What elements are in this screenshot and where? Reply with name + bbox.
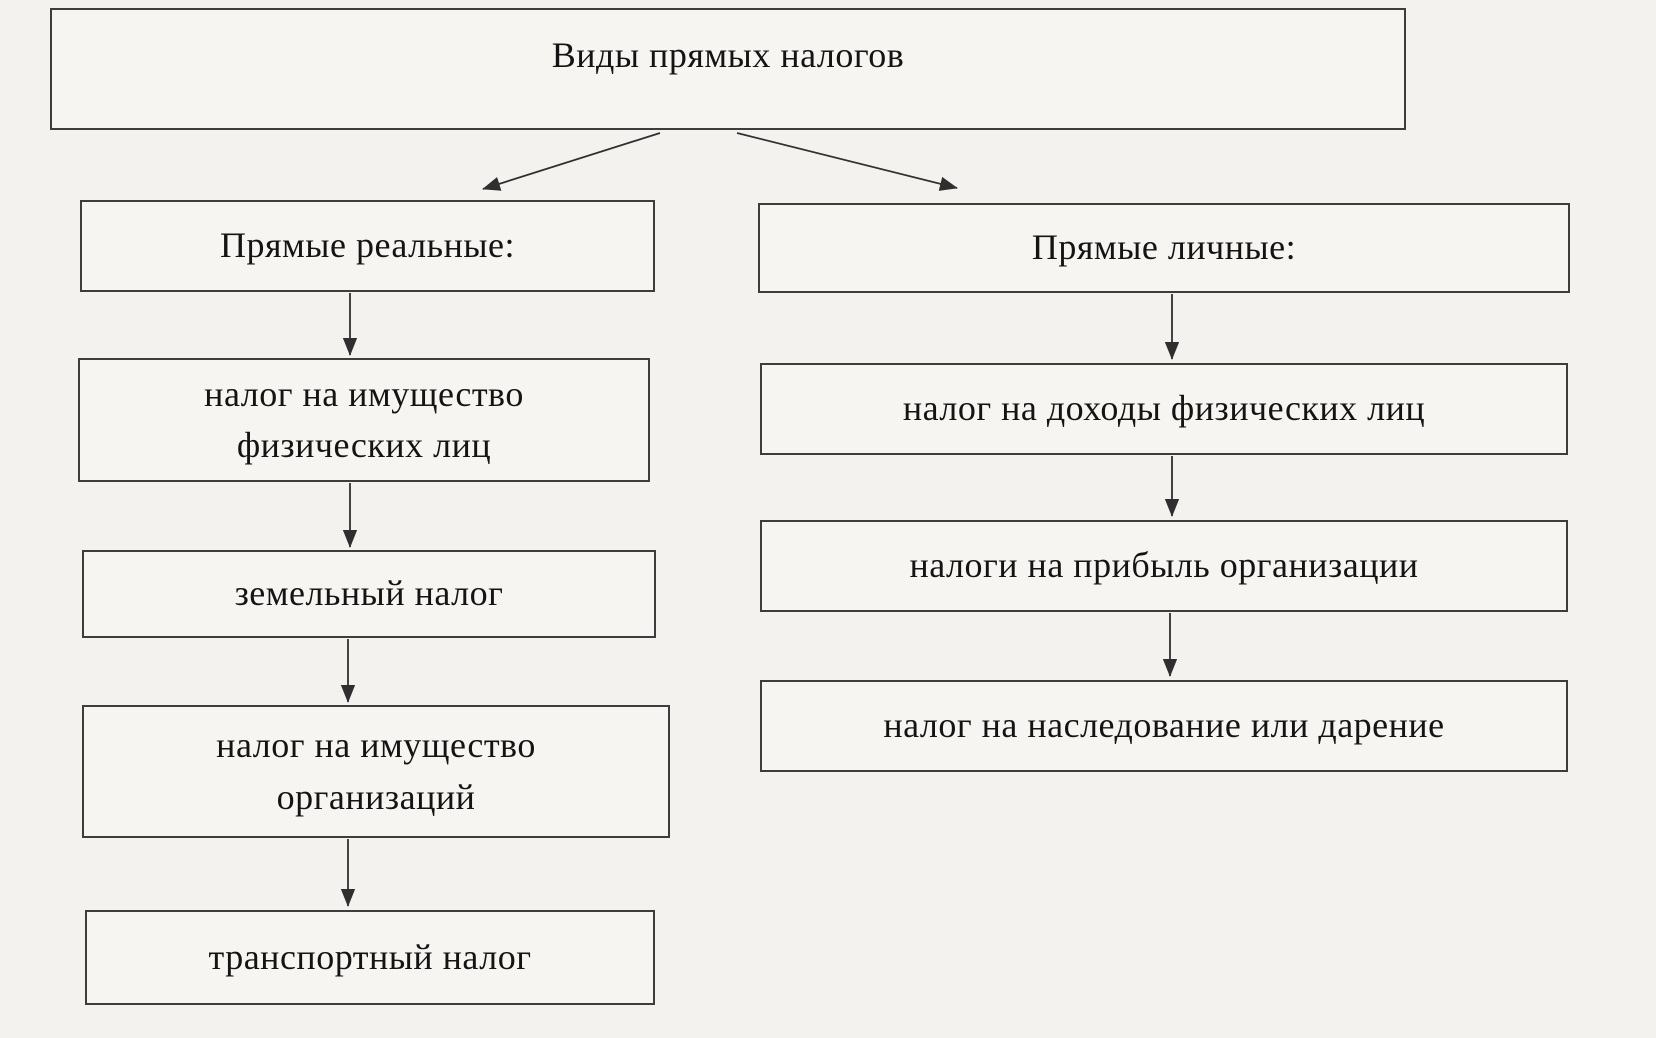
node-transport-tax-label: транспортный налог (208, 936, 532, 977)
node-personal-income-tax-label: налог на доходы физических лиц (902, 388, 1426, 429)
node-personal-income-tax: налог на доходы физических лиц (760, 363, 1568, 455)
node-property-tax-organizations-label: налог на имущество организаций (216, 725, 536, 817)
node-transport-tax: транспортный налог (85, 910, 655, 1005)
node-direct-personal-header: Прямые личные: (758, 203, 1570, 293)
node-corporate-profit-tax: налоги на прибыль организации (760, 520, 1568, 612)
node-inheritance-gift-tax-label: налог на наследование или дарение (883, 705, 1445, 746)
node-direct-real-header: Прямые реальные: (80, 200, 655, 292)
node-direct-taxes-root: Виды прямых налогов (50, 8, 1406, 130)
node-land-tax: земельный налог (82, 550, 656, 638)
node-land-tax-label: земельный налог (234, 573, 504, 614)
node-direct-personal-header-label: Прямые личные: (1031, 227, 1297, 268)
node-corporate-profit-tax-label: налоги на прибыль организации (909, 545, 1419, 586)
node-direct-taxes-root-label: Виды прямых налогов (551, 35, 905, 76)
node-direct-real-header-label: Прямые реальные: (219, 225, 516, 266)
arrow-root-to-right (736, 132, 958, 191)
node-property-tax-individuals: налог на имущество физических лиц (78, 358, 650, 482)
node-inheritance-gift-tax: налог на наследование или дарение (760, 680, 1568, 772)
arrow-root-to-left (482, 132, 661, 191)
node-property-tax-individuals-label: налог на имущество физических лиц (204, 373, 524, 465)
node-property-tax-organizations: налог на имущество организаций (82, 705, 670, 838)
